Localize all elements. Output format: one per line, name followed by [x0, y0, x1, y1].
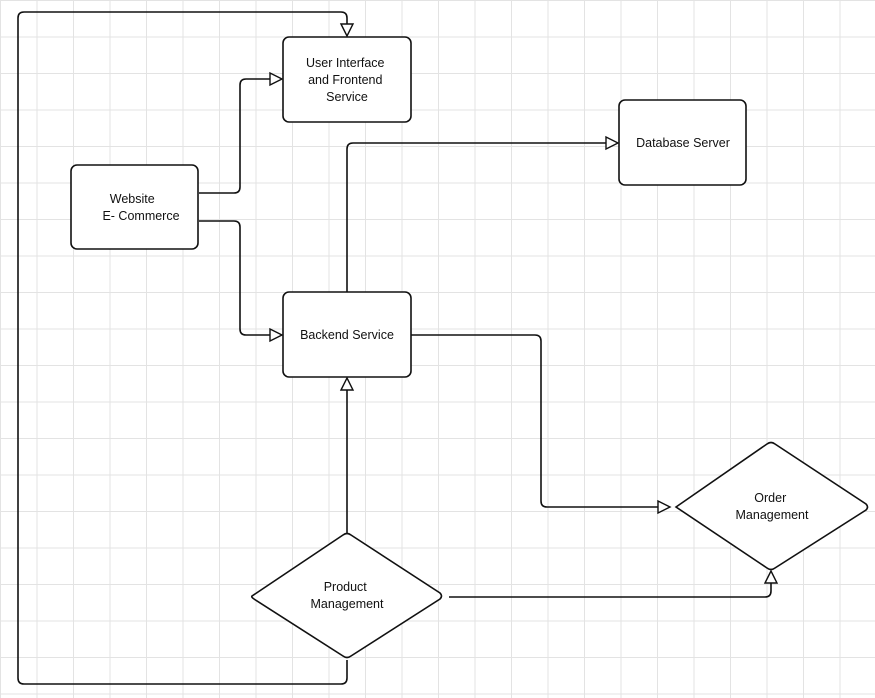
- edge-website-to-backend[interactable]: [199, 220, 270, 336]
- node-database-server-label: Database Server: [636, 136, 730, 150]
- node-user-interface[interactable]: User Interface and Frontend Service: [282, 36, 412, 123]
- arrowhead-backend-left: [269, 327, 284, 343]
- edge-product-to-order[interactable]: [449, 583, 772, 598]
- arrowhead-ui-top: [339, 23, 355, 38]
- connectors: [17, 11, 779, 685]
- node-database-server[interactable]: Database Server: [618, 99, 747, 186]
- node-backend-service[interactable]: Backend Service: [282, 291, 412, 378]
- node-website-ecommerce[interactable]: Website E- Commerce: [70, 164, 199, 250]
- node-product-management-label: Product Management: [311, 580, 384, 611]
- node-backend-service-label: Backend Service: [300, 328, 394, 342]
- edge-website-to-ui[interactable]: [199, 78, 270, 194]
- arrowhead-order-bottom: [763, 569, 779, 584]
- edge-product-to-ui[interactable]: [17, 11, 348, 685]
- node-product-management[interactable]: Product Management: [250, 532, 443, 659]
- edge-backend-to-order[interactable]: [411, 334, 658, 508]
- node-website-ecommerce-label: Website E- Commerce: [102, 192, 179, 223]
- arrowhead-backend-bottom: [339, 376, 355, 391]
- node-user-interface-label: User Interface and Frontend Service: [306, 56, 388, 104]
- arrowhead-database: [605, 135, 620, 151]
- arrowhead-order-left: [657, 499, 672, 515]
- arrowhead-ui: [269, 71, 284, 87]
- node-order-management[interactable]: Order Management: [674, 441, 869, 571]
- node-order-management-label: Order Management: [736, 491, 809, 522]
- edge-backend-to-database[interactable]: [346, 142, 606, 292]
